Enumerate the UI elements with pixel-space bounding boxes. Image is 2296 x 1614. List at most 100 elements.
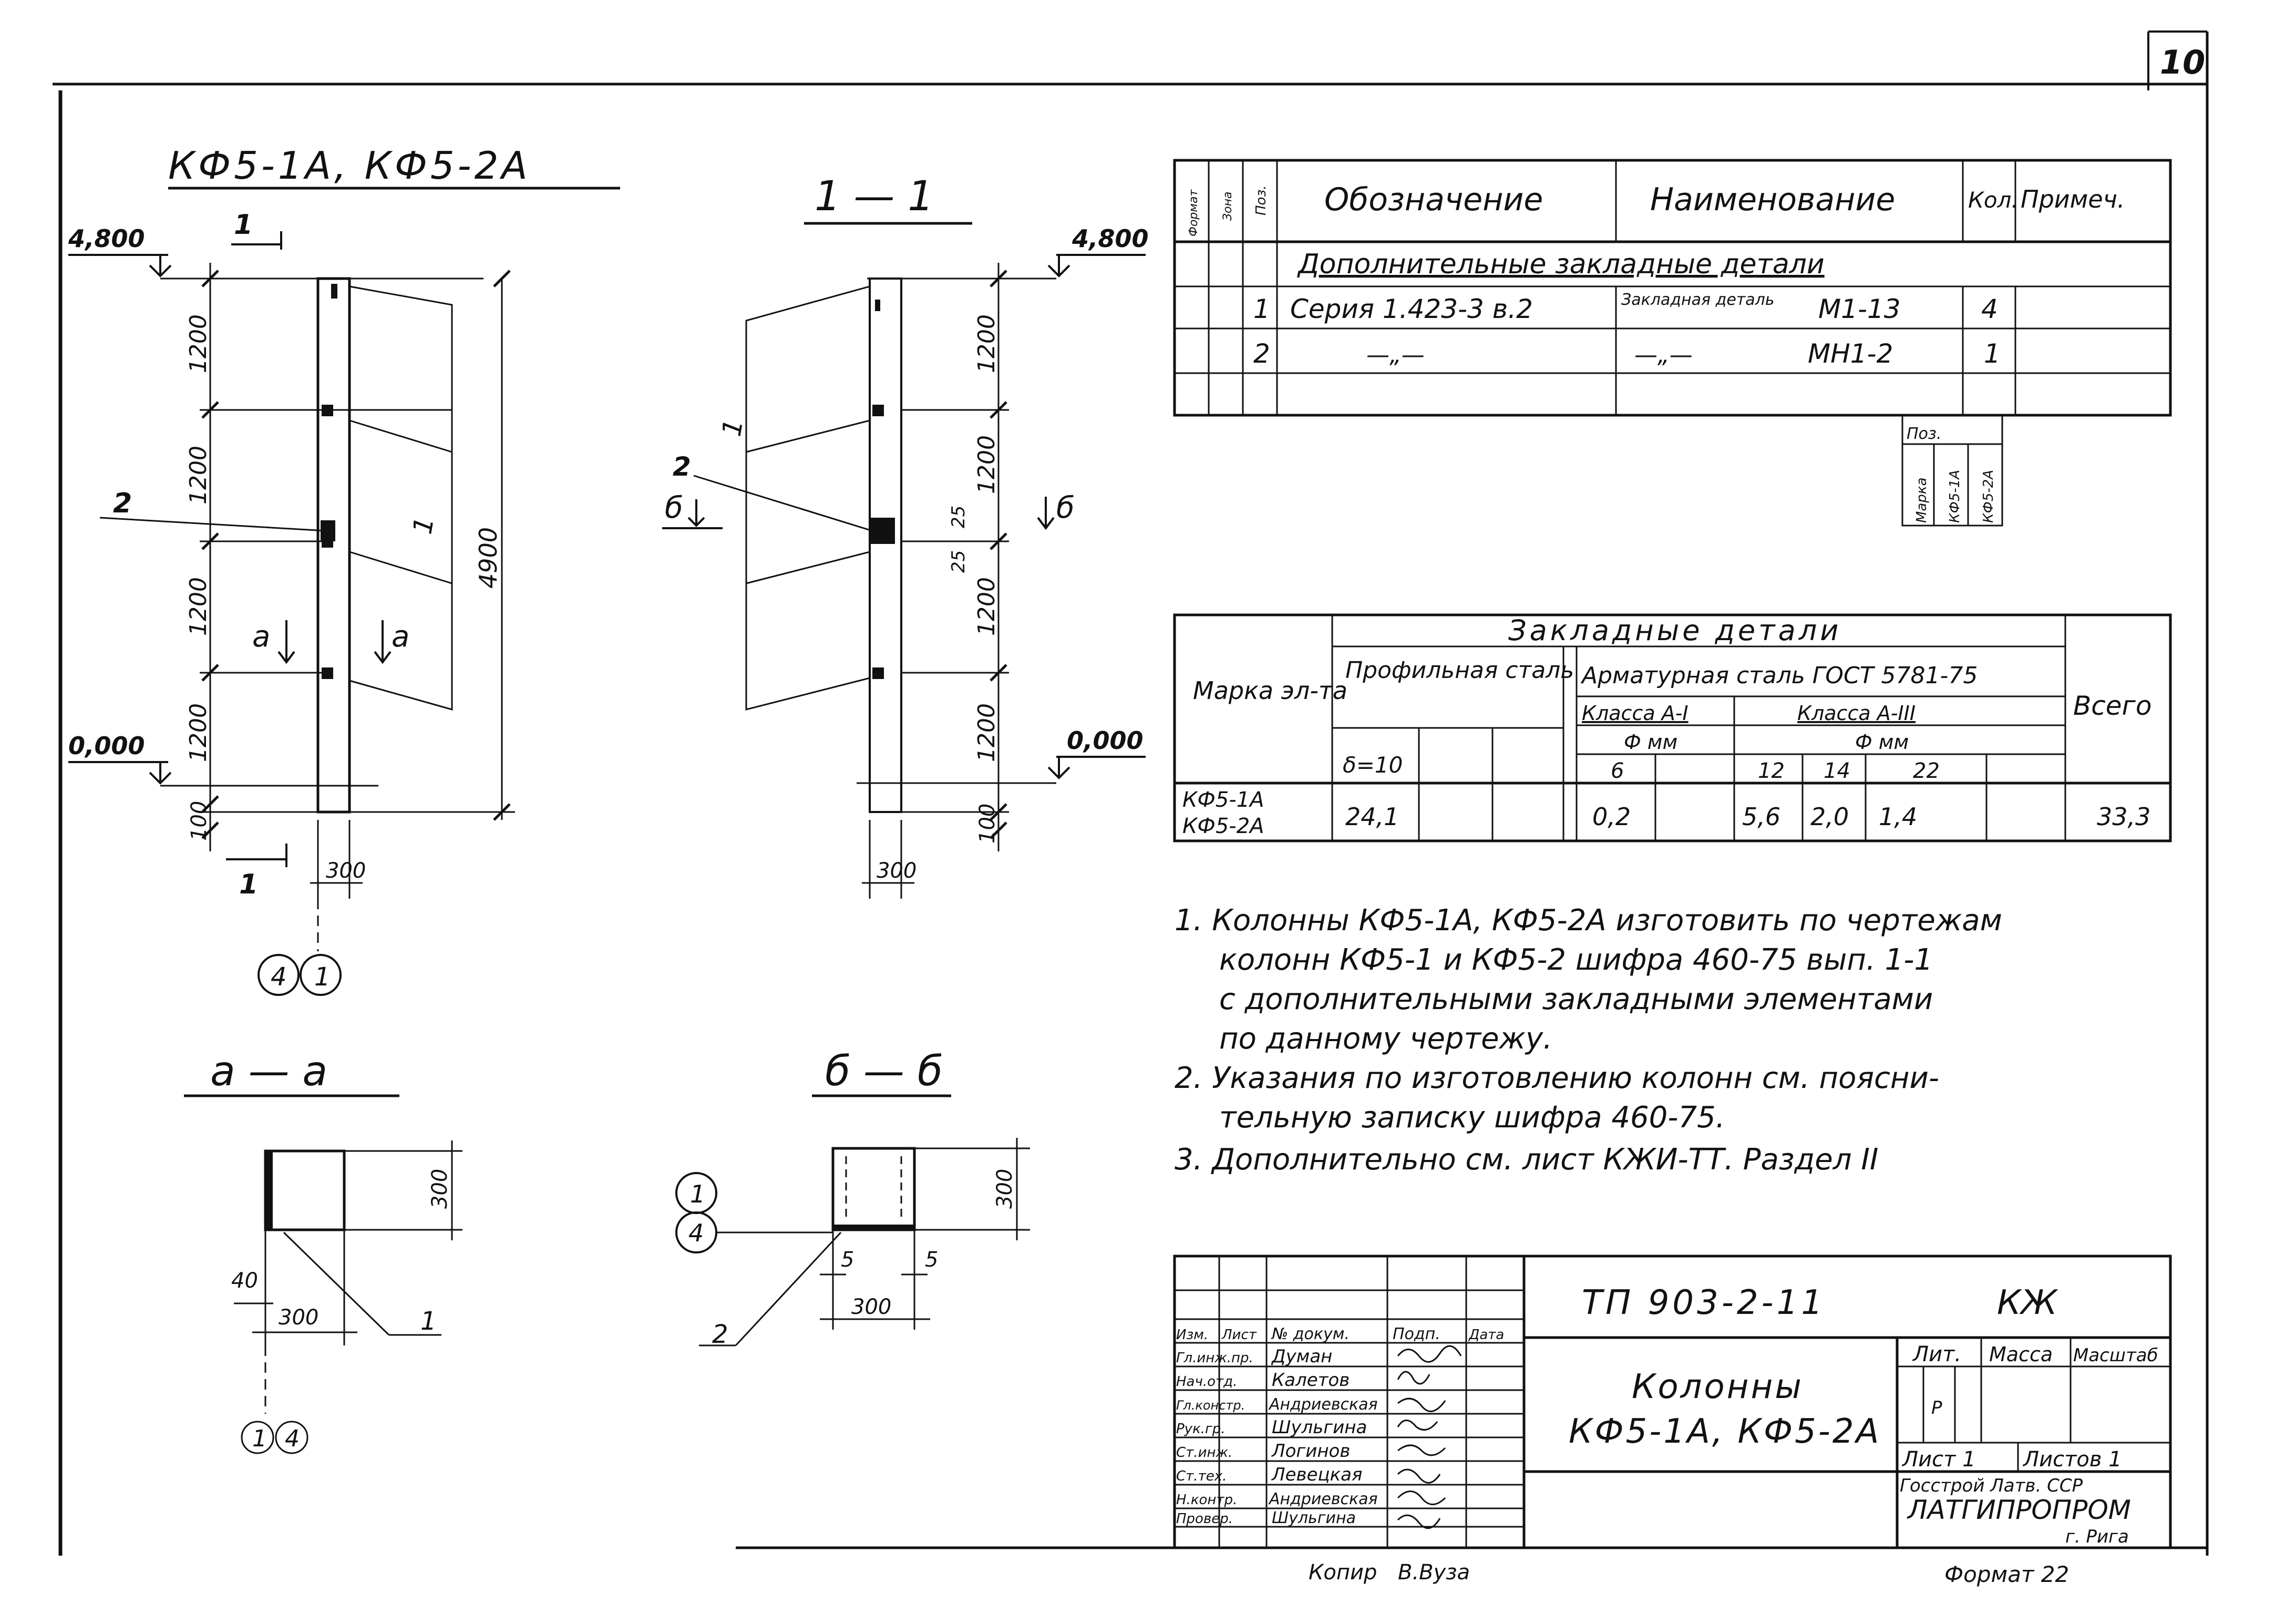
spec-row1-name-type: Закладная деталь (1621, 291, 1775, 309)
format-label: Формат 22 (1944, 1561, 2069, 1587)
spec-row2-pos: 2 (1253, 338, 1270, 369)
tb-h-izm: Изм. (1176, 1327, 1208, 1343)
embed-row-marka-1: КФ5-1А (1182, 788, 1264, 812)
embed-marka: Марка эл-та (1193, 676, 1347, 705)
embed-rebar: Арматурная сталь ГОСТ 5781-75 (1580, 662, 1978, 689)
embed-phi-2: Ф мм (1855, 731, 1909, 754)
note-2-line-1: 2. Указания по изготовлению колонн см. п… (1175, 1061, 1939, 1095)
spec-h-qty: Кол. (1968, 187, 2019, 213)
note-3-line-1: 3. Дополнительно см. лист КЖИ-ТТ. Раздел… (1175, 1143, 1878, 1177)
embed-v22: 1,4 (1879, 803, 1917, 831)
section-b-b: б — б 300 1 4 300 5 5 2 (675, 1048, 1030, 1349)
embed-class-a1: Класса А-I (1582, 702, 1688, 725)
tb-org-3: г. Рига (2065, 1526, 2129, 1547)
note-1-line-3: с дополнительными закладными элементами (1219, 982, 1933, 1016)
tb-h-date: Дата (1468, 1327, 1504, 1343)
tb-name-6: Андриевская (1268, 1490, 1378, 1508)
level-top-label-2: 4,800 (1072, 224, 1149, 253)
elevation-title: КФ5-1А, КФ5-2А (168, 143, 531, 188)
pos-2-mark: 2 (113, 488, 132, 519)
copy-sign: В.Вуза (1398, 1560, 1470, 1585)
bracket-mark-1-sec: 1 (716, 417, 749, 438)
spec-h-zone: Зона (1221, 192, 1234, 221)
dim-1200-b: 1200 (185, 446, 212, 505)
embed-class-a3: Класса А-III (1797, 702, 1916, 725)
dim-300-a-h: 300 (279, 1305, 318, 1330)
embed-title: Закладные детали (1508, 614, 1841, 647)
title-block: Изм. Лист № докум. Подп. Дата Гл.инж.пр.… (1173, 1255, 2172, 1549)
embed-v12: 5,6 (1742, 803, 1780, 831)
dim-1200-s2: 1200 (973, 435, 1000, 494)
section-a-mark-left: а (252, 620, 270, 654)
axis-4-elev: 4 (271, 962, 287, 992)
embed-v14: 2,0 (1810, 803, 1849, 831)
tb-name-1: Калетов (1272, 1370, 1350, 1391)
tb-name-5: Левецкая (1271, 1464, 1362, 1485)
dim-1200-s4: 1200 (973, 703, 1000, 762)
spec-h-designation: Обозначение (1324, 181, 1543, 218)
tb-title-1: Колонны (1632, 1368, 1804, 1406)
tb-role-5: Ст.тех. (1176, 1468, 1227, 1484)
spec-h-format: Формат (1187, 189, 1200, 237)
dim-1200-d: 1200 (185, 703, 212, 762)
notes: 1. Колонны КФ5-1А, КФ5-2А изготовить по … (1175, 903, 2002, 1177)
embed-phi-1: Ф мм (1624, 731, 1677, 754)
tb-name-4: Логинов (1271, 1441, 1350, 1462)
axis-1-b: 1 (690, 1180, 705, 1208)
level-bottom-label-2: 0,000 (1067, 726, 1144, 755)
tb-role-4: Ст.инж. (1176, 1445, 1232, 1461)
tb-h-sign: Подп. (1393, 1325, 1440, 1343)
sub-m2: КФ5-2А (1981, 470, 1996, 523)
tb-name-7: Шульгина (1272, 1509, 1356, 1527)
section-1-title: 1 — 1 (815, 173, 934, 220)
tb-sheet: Лист 1 (1901, 1447, 1976, 1472)
embed-d14: 14 (1824, 759, 1850, 783)
plate-mark-2: 2 (712, 1320, 728, 1349)
sub-h-pos: Поз. (1907, 425, 1941, 443)
embed-v-profile: 24,1 (1345, 803, 1399, 831)
spec-row1-name-mark: М1-13 (1818, 294, 1901, 324)
axis-1-elev: 1 (314, 962, 331, 992)
note-1-line-1: 1. Колонны КФ5-1А, КФ5-2А изготовить по … (1175, 903, 2002, 938)
dim-25-b: 25 (948, 550, 969, 573)
pos-2-mark-sec: 2 (673, 451, 691, 482)
embedded-parts-table: Закладные детали Марка эл-та Профильная … (1173, 613, 2172, 842)
tb-role-3: Рук.гр. (1176, 1421, 1225, 1437)
note-1-line-2: колонн КФ5-1 и КФ5-2 шифра 460-75 вып. 1… (1219, 943, 1933, 977)
dim-300-sec: 300 (877, 859, 917, 883)
spec-row2-qty: 1 (1984, 338, 2001, 369)
spec-h-note: Примеч. (2021, 185, 2125, 213)
tb-role-6: Н.контр. (1176, 1492, 1237, 1508)
signature-scribbles (1397, 1345, 1462, 1529)
level-bottom-label: 0,000 (68, 732, 145, 760)
tb-code: ТП 903-2-11 (1582, 1283, 1826, 1322)
dim-40: 40 (231, 1269, 258, 1293)
dim-1200-c: 1200 (185, 577, 212, 636)
sheet-frame (53, 30, 2209, 1556)
spec-row1-qty: 4 (1981, 294, 1998, 324)
tb-name-0: Думан (1271, 1346, 1332, 1367)
tb-mass-h: Масса (1989, 1343, 2053, 1366)
embed-d22: 22 (1913, 759, 1940, 783)
embed-v6: 0,2 (1592, 803, 1631, 831)
plate-mark-1: 1 (420, 1307, 437, 1336)
dim-300-elev: 300 (326, 859, 366, 883)
dim-5-right: 5 (925, 1248, 938, 1272)
embed-d6: 6 (1611, 759, 1624, 783)
dim-100-s: 100 (975, 804, 1000, 844)
dim-300-b-h: 300 (851, 1295, 891, 1319)
spec-row1-designation: Серия 1.423-3 в.2 (1290, 294, 1533, 324)
tb-h-list: Лист (1221, 1327, 1257, 1343)
embed-total-h: Всего (2073, 691, 2151, 721)
note-1-line-4: по данному чертежу. (1219, 1022, 1552, 1056)
dim-25-a: 25 (948, 506, 969, 528)
bracket-mark-1: 1 (407, 515, 440, 536)
dim-100: 100 (187, 801, 211, 841)
section-1-1: 1 — 1 4,800 1 2 б б (662, 173, 1149, 899)
spec-row2-designation: —„— (1366, 342, 1425, 368)
spec-h-pos: Поз. (1253, 185, 1269, 215)
embed-row-marka-2: КФ5-2А (1182, 814, 1264, 838)
spec-h-name: Наименование (1650, 181, 1895, 218)
embed-d12: 12 (1758, 759, 1785, 783)
